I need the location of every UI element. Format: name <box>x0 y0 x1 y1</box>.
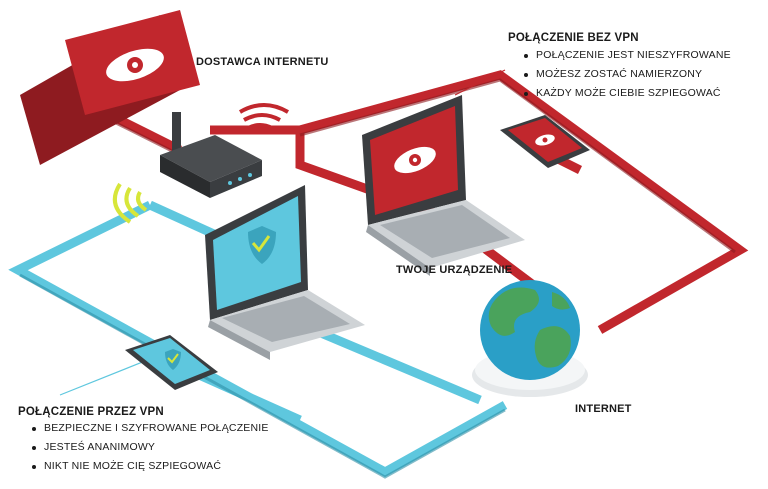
with-vpn-heading: POŁĄCZENIE PRZEZ VPN <box>18 406 164 418</box>
red-signal-icon <box>238 103 290 130</box>
unsafe-laptop <box>362 95 525 276</box>
list-item: JESTEŚ ANANIMOWY <box>30 438 269 457</box>
no-vpn-info: POŁĄCZENIE BEZ VPN POŁĄCZENIE JEST NIESZ… <box>508 32 731 103</box>
no-vpn-leader-line <box>454 69 506 96</box>
unsafe-phone <box>500 115 590 168</box>
isp-label: DOSTAWCA INTERNETU <box>196 56 329 68</box>
isp-server <box>20 10 200 165</box>
with-vpn-list: BEZPIECZNE I SZYFROWANE POŁĄCZENIE JESTE… <box>30 419 269 476</box>
your-device-label: TWOJE URZĄDZENIE <box>396 264 513 276</box>
yellow-signal-icon <box>112 182 148 224</box>
list-item: KAŻDY MOŻE CIEBIE SZPIEGOWAĆ <box>522 84 731 103</box>
internet-label: INTERNET <box>575 403 632 415</box>
list-item: NIKT NIE MOŻE CIĘ SZPIEGOWAĆ <box>30 457 269 476</box>
with-vpn-info: POŁĄCZENIE PRZEZ VPN BEZPIECZNE I SZYFRO… <box>18 406 269 476</box>
list-item: POŁĄCZENIE JEST NIESZYFROWANE <box>522 46 731 65</box>
safe-laptop <box>205 185 365 360</box>
safe-phone <box>125 335 218 390</box>
router <box>160 112 262 198</box>
list-item: BEZPIECZNE I SZYFROWANE POŁĄCZENIE <box>30 419 269 438</box>
list-item: MOŻESZ ZOSTAĆ NAMIERZONY <box>522 65 731 84</box>
no-vpn-list: POŁĄCZENIE JEST NIESZYFROWANE MOŻESZ ZOS… <box>522 46 731 103</box>
no-vpn-heading: POŁĄCZENIE BEZ VPN <box>508 32 639 44</box>
globe-icon <box>472 280 588 397</box>
safe-connection-lines-shadow <box>19 273 506 479</box>
check-icon <box>167 353 179 364</box>
check-icon <box>251 235 271 253</box>
